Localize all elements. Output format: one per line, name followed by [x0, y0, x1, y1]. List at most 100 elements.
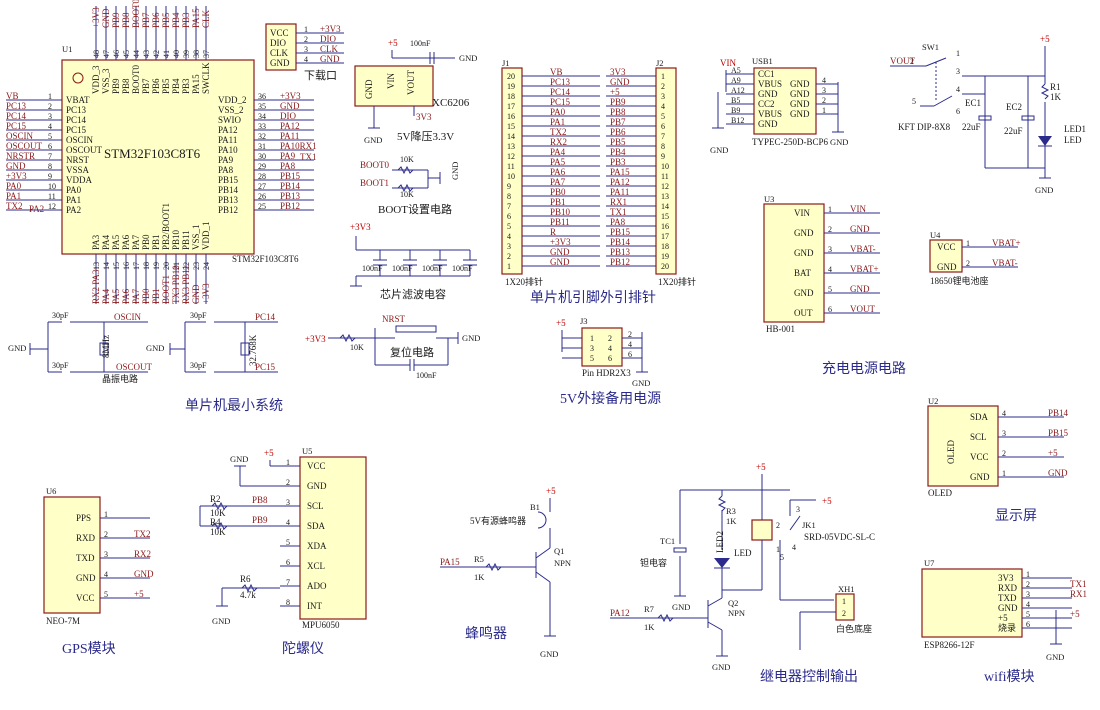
ldo-vout: VOUT [406, 70, 416, 95]
gps-pin-num: 5 [104, 590, 108, 599]
j2-row-net: PB15 [610, 227, 631, 237]
j2-row-num: 12 [661, 182, 669, 191]
mcu-right-pin-net: PA10RX1 [280, 141, 317, 151]
relay-pa12: PA12 [610, 608, 630, 618]
relay-conn [835, 593, 855, 621]
osc-c3: 30pF [190, 311, 207, 320]
usb-part: TYPEC-250D-BCP6 [752, 137, 829, 147]
sw-cap2: 22uF [1004, 126, 1023, 136]
mcu-right-pin-net: PA11 [280, 131, 299, 141]
buzzer-b1: B1 [530, 502, 540, 512]
mcu-bottom-pin-name: PB2/BOOT1 [161, 203, 171, 250]
wifi-pin-num: 3 [1026, 590, 1030, 599]
title-min-system: 单片机最小系统 [185, 398, 283, 414]
relay-part: SRD-05VDC-SL-C [804, 532, 875, 542]
title-gps: GPS模块 [62, 641, 116, 657]
mpu-pin-num: 4 [286, 518, 290, 527]
relay-conn-n1: 1 [842, 597, 846, 606]
ldo-section: +5 100nF GND VIN VOUT GND XC6206 GND 3V3 [354, 38, 477, 145]
gps-pin-net: TX2 [134, 529, 151, 539]
relay-r3: R3 [726, 506, 736, 516]
usb-vin: VIN [720, 58, 736, 68]
mcu-right-pin-name: PA8 [218, 165, 234, 175]
j2-row-num: 19 [661, 252, 669, 261]
mcu-right-pin-net: GND [280, 101, 300, 111]
mcu-top-pin-num: 47 [102, 50, 111, 58]
j1-row-num: 17 [507, 102, 515, 111]
j2-row-num: 5 [661, 112, 665, 121]
j2-row-num: 7 [661, 132, 665, 141]
mcu-top-pin-name: BOOT0 [131, 65, 141, 94]
download-pin-name: DIO [270, 38, 286, 48]
j1-row-net: PA6 [550, 167, 566, 177]
reset-cap: 100nF [416, 371, 437, 380]
j3-right-num: 2 [628, 330, 632, 339]
mcu-body [61, 59, 255, 255]
mcu-left-pin-name: PC14 [66, 115, 87, 125]
j2-row-net: PB5 [610, 137, 626, 147]
wifi-pin-num: 5 [1026, 610, 1030, 619]
mcu-bottom-pin-name: PA6 [121, 234, 131, 250]
sw-part: KFT DIP-8X8 [898, 122, 951, 132]
j2-row-net: PB6 [610, 127, 626, 137]
download-pin-net: CLK [320, 44, 339, 54]
j3-pin-num: 3 [590, 344, 594, 353]
mcu-left-pin-name: OSCIN [66, 135, 94, 145]
sw-n6: 6 [956, 107, 960, 116]
gps-pin-name: TXD [76, 553, 95, 563]
charger-pin-num: 2 [828, 225, 832, 234]
wifi-body [921, 568, 1023, 638]
j2-row-net: PB13 [610, 247, 631, 257]
charger-pin-net: VIN [850, 204, 866, 214]
j1-row-num: 20 [507, 72, 515, 81]
sw-n1: 1 [956, 49, 960, 58]
mpu-pin-name: GND [307, 481, 327, 491]
download-pin-num: 1 [304, 25, 308, 34]
mcu-bottom-pin-net: RX2 PA3 [91, 269, 101, 304]
sw-r1v: 1K [1050, 92, 1062, 102]
mpu-pin-name: VCC [307, 461, 326, 471]
j1-row-net: PC13 [550, 77, 571, 87]
osc-in: OSCIN [114, 312, 142, 322]
oled-pin-net: GND [1048, 468, 1068, 478]
mcu-bottom-pin-name: PA3 [91, 234, 101, 250]
filter-cap-value: 100nF [452, 264, 473, 273]
j2-row-num: 9 [661, 152, 665, 161]
mcu-left-pins: VBAT1VBPC132PC13PC143PC14PC154PC15OSCIN5… [6, 91, 103, 215]
mcu-bottom-pin-name: VDD_1 [201, 222, 211, 251]
osc-out: OSCOUT [116, 362, 153, 372]
usb-gnd-name: GND [790, 99, 810, 109]
relay-conn-n2: 2 [842, 609, 846, 618]
relay-n5: 5 [780, 553, 784, 562]
mcu-right-pin-name: PB14 [218, 185, 239, 195]
filter-v: +3V3 [350, 222, 371, 232]
j1-row-num: 19 [507, 82, 515, 91]
battery-pin-net: VBAT+ [992, 238, 1021, 248]
gps-body [43, 496, 101, 614]
charger-pin-name: VIN [794, 208, 810, 218]
oled-pin-name: SCL [970, 432, 987, 442]
switch-section: SW1 VOUT 2 1 3 4 5 6 KFT DIP-8X8 +5 R1 1… [890, 34, 1086, 195]
buzzer-r5: R5 [474, 554, 484, 564]
title-pinout: 单片机引脚外引排针 [530, 290, 656, 306]
j1-row-num: 4 [507, 232, 511, 241]
sw-led: LED1 [1064, 124, 1086, 134]
gps-part: NEO-7M [46, 616, 80, 626]
usb-gnd-l: GND [710, 145, 728, 155]
oled-pin-num: 2 [1002, 449, 1006, 458]
wifi-ref: U7 [924, 558, 934, 568]
mcu-right-pin-num: 36 [258, 92, 266, 101]
mcu-bottom-pin-name: VSS_1 [191, 224, 201, 250]
title-oscillator: 晶振电路 [102, 373, 138, 384]
usb-left-num: B5 [731, 96, 740, 105]
download-pin-name: CLK [270, 48, 289, 58]
usb-gnd-name: GND [790, 89, 810, 99]
mcu-right-pin-num: 30 [258, 152, 266, 161]
relay-v5b: +5 [822, 496, 832, 506]
